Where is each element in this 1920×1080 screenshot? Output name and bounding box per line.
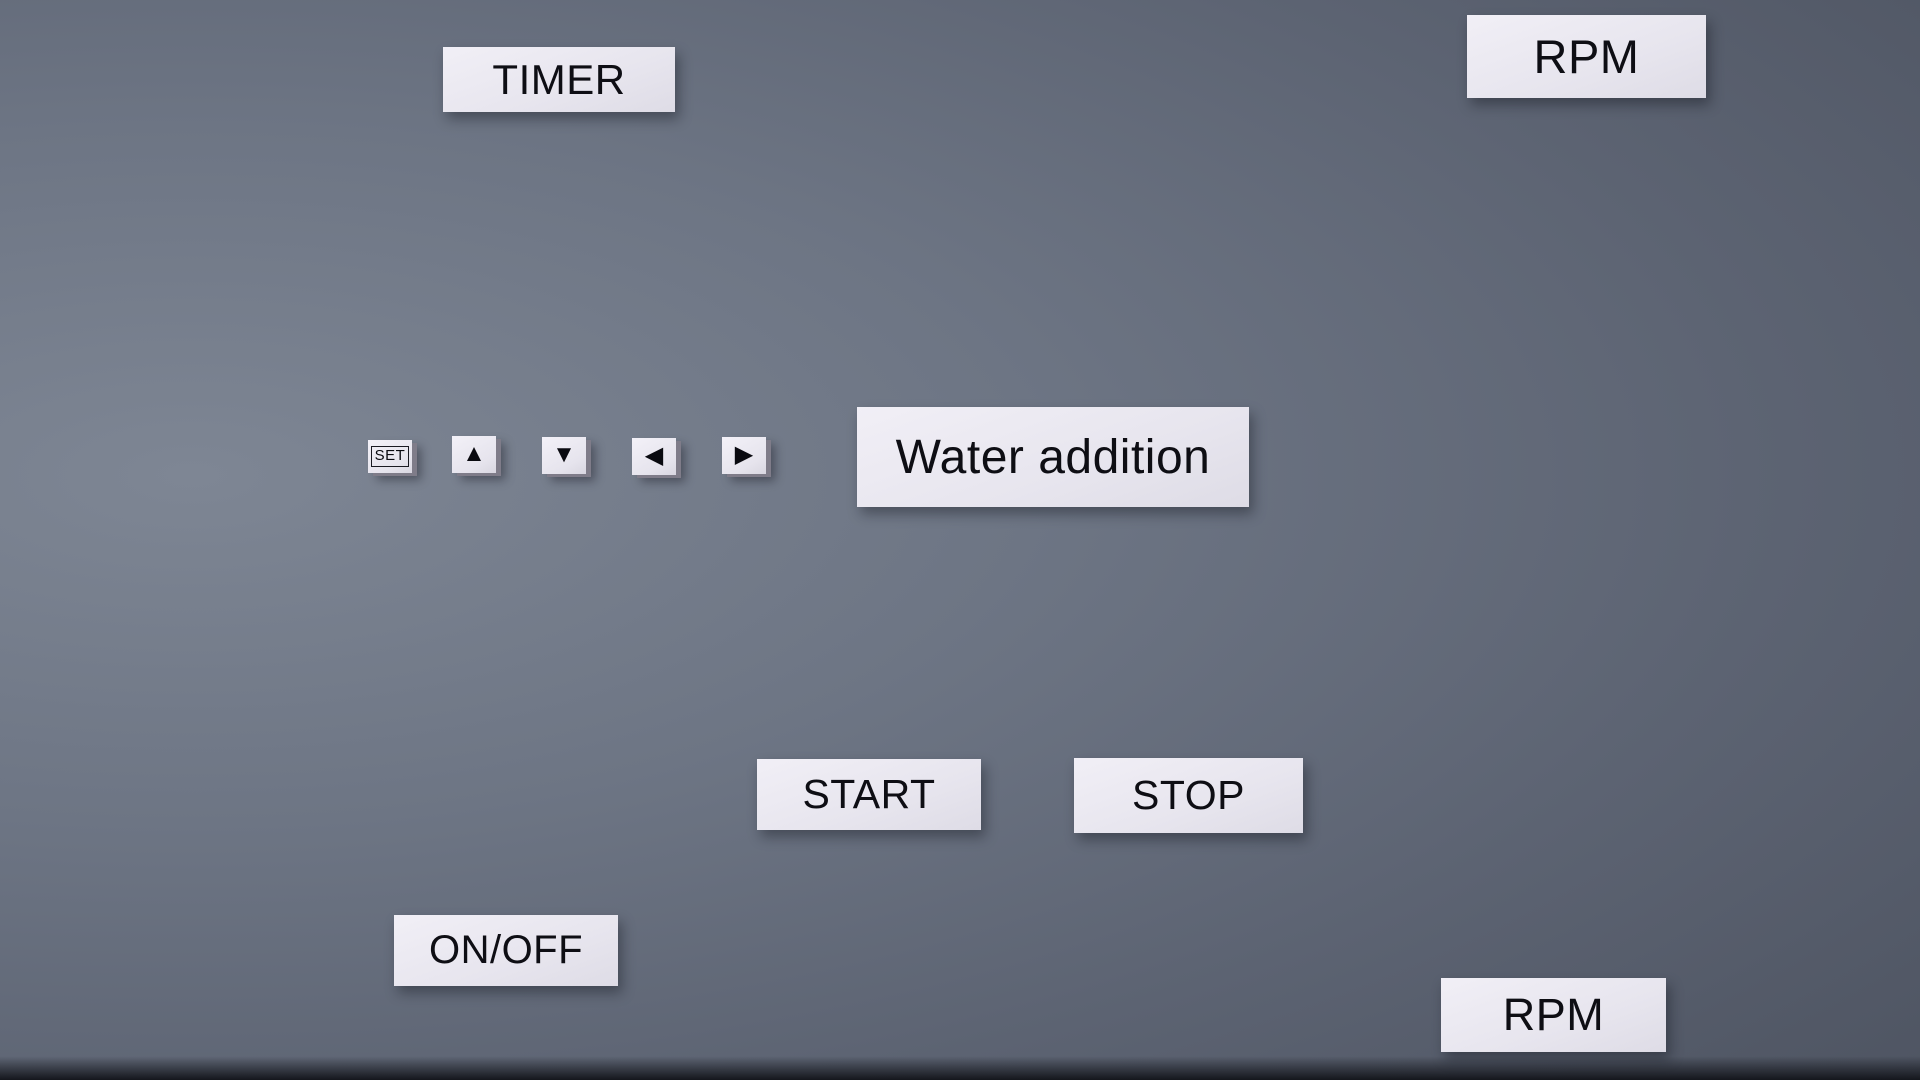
rpm-top-label-text: RPM xyxy=(1533,30,1640,83)
arrow-up-button[interactable]: ▲ xyxy=(452,436,496,473)
arrow-up-icon: ▲ xyxy=(462,439,486,467)
set-button[interactable]: SET xyxy=(368,440,412,473)
arrow-left-icon: ◀ xyxy=(644,441,664,469)
arrow-right-icon: ▶ xyxy=(734,440,754,468)
arrow-down-button[interactable]: ▼ xyxy=(542,437,586,474)
water-addition-label-text: Water addition xyxy=(895,430,1211,484)
timer-label: TIMER xyxy=(443,47,675,112)
arrow-left-button[interactable]: ◀ xyxy=(632,438,676,475)
stop-button-label: STOP xyxy=(1132,772,1245,818)
arrow-right-button[interactable]: ▶ xyxy=(722,437,766,474)
rpm-top-label: RPM xyxy=(1467,15,1706,98)
start-button[interactable]: START xyxy=(757,759,981,830)
rpm-bottom-label: RPM xyxy=(1441,978,1666,1052)
start-button-label: START xyxy=(802,771,936,817)
timer-label-text: TIMER xyxy=(492,55,626,103)
water-addition-label: Water addition xyxy=(857,407,1249,507)
on-off-button-label: ON/OFF xyxy=(428,928,584,972)
rpm-bottom-label-text: RPM xyxy=(1502,989,1605,1040)
arrow-down-icon: ▼ xyxy=(552,440,576,468)
set-button-label: SET xyxy=(370,446,410,467)
stop-button[interactable]: STOP xyxy=(1074,758,1303,833)
on-off-button[interactable]: ON/OFF xyxy=(394,915,618,986)
